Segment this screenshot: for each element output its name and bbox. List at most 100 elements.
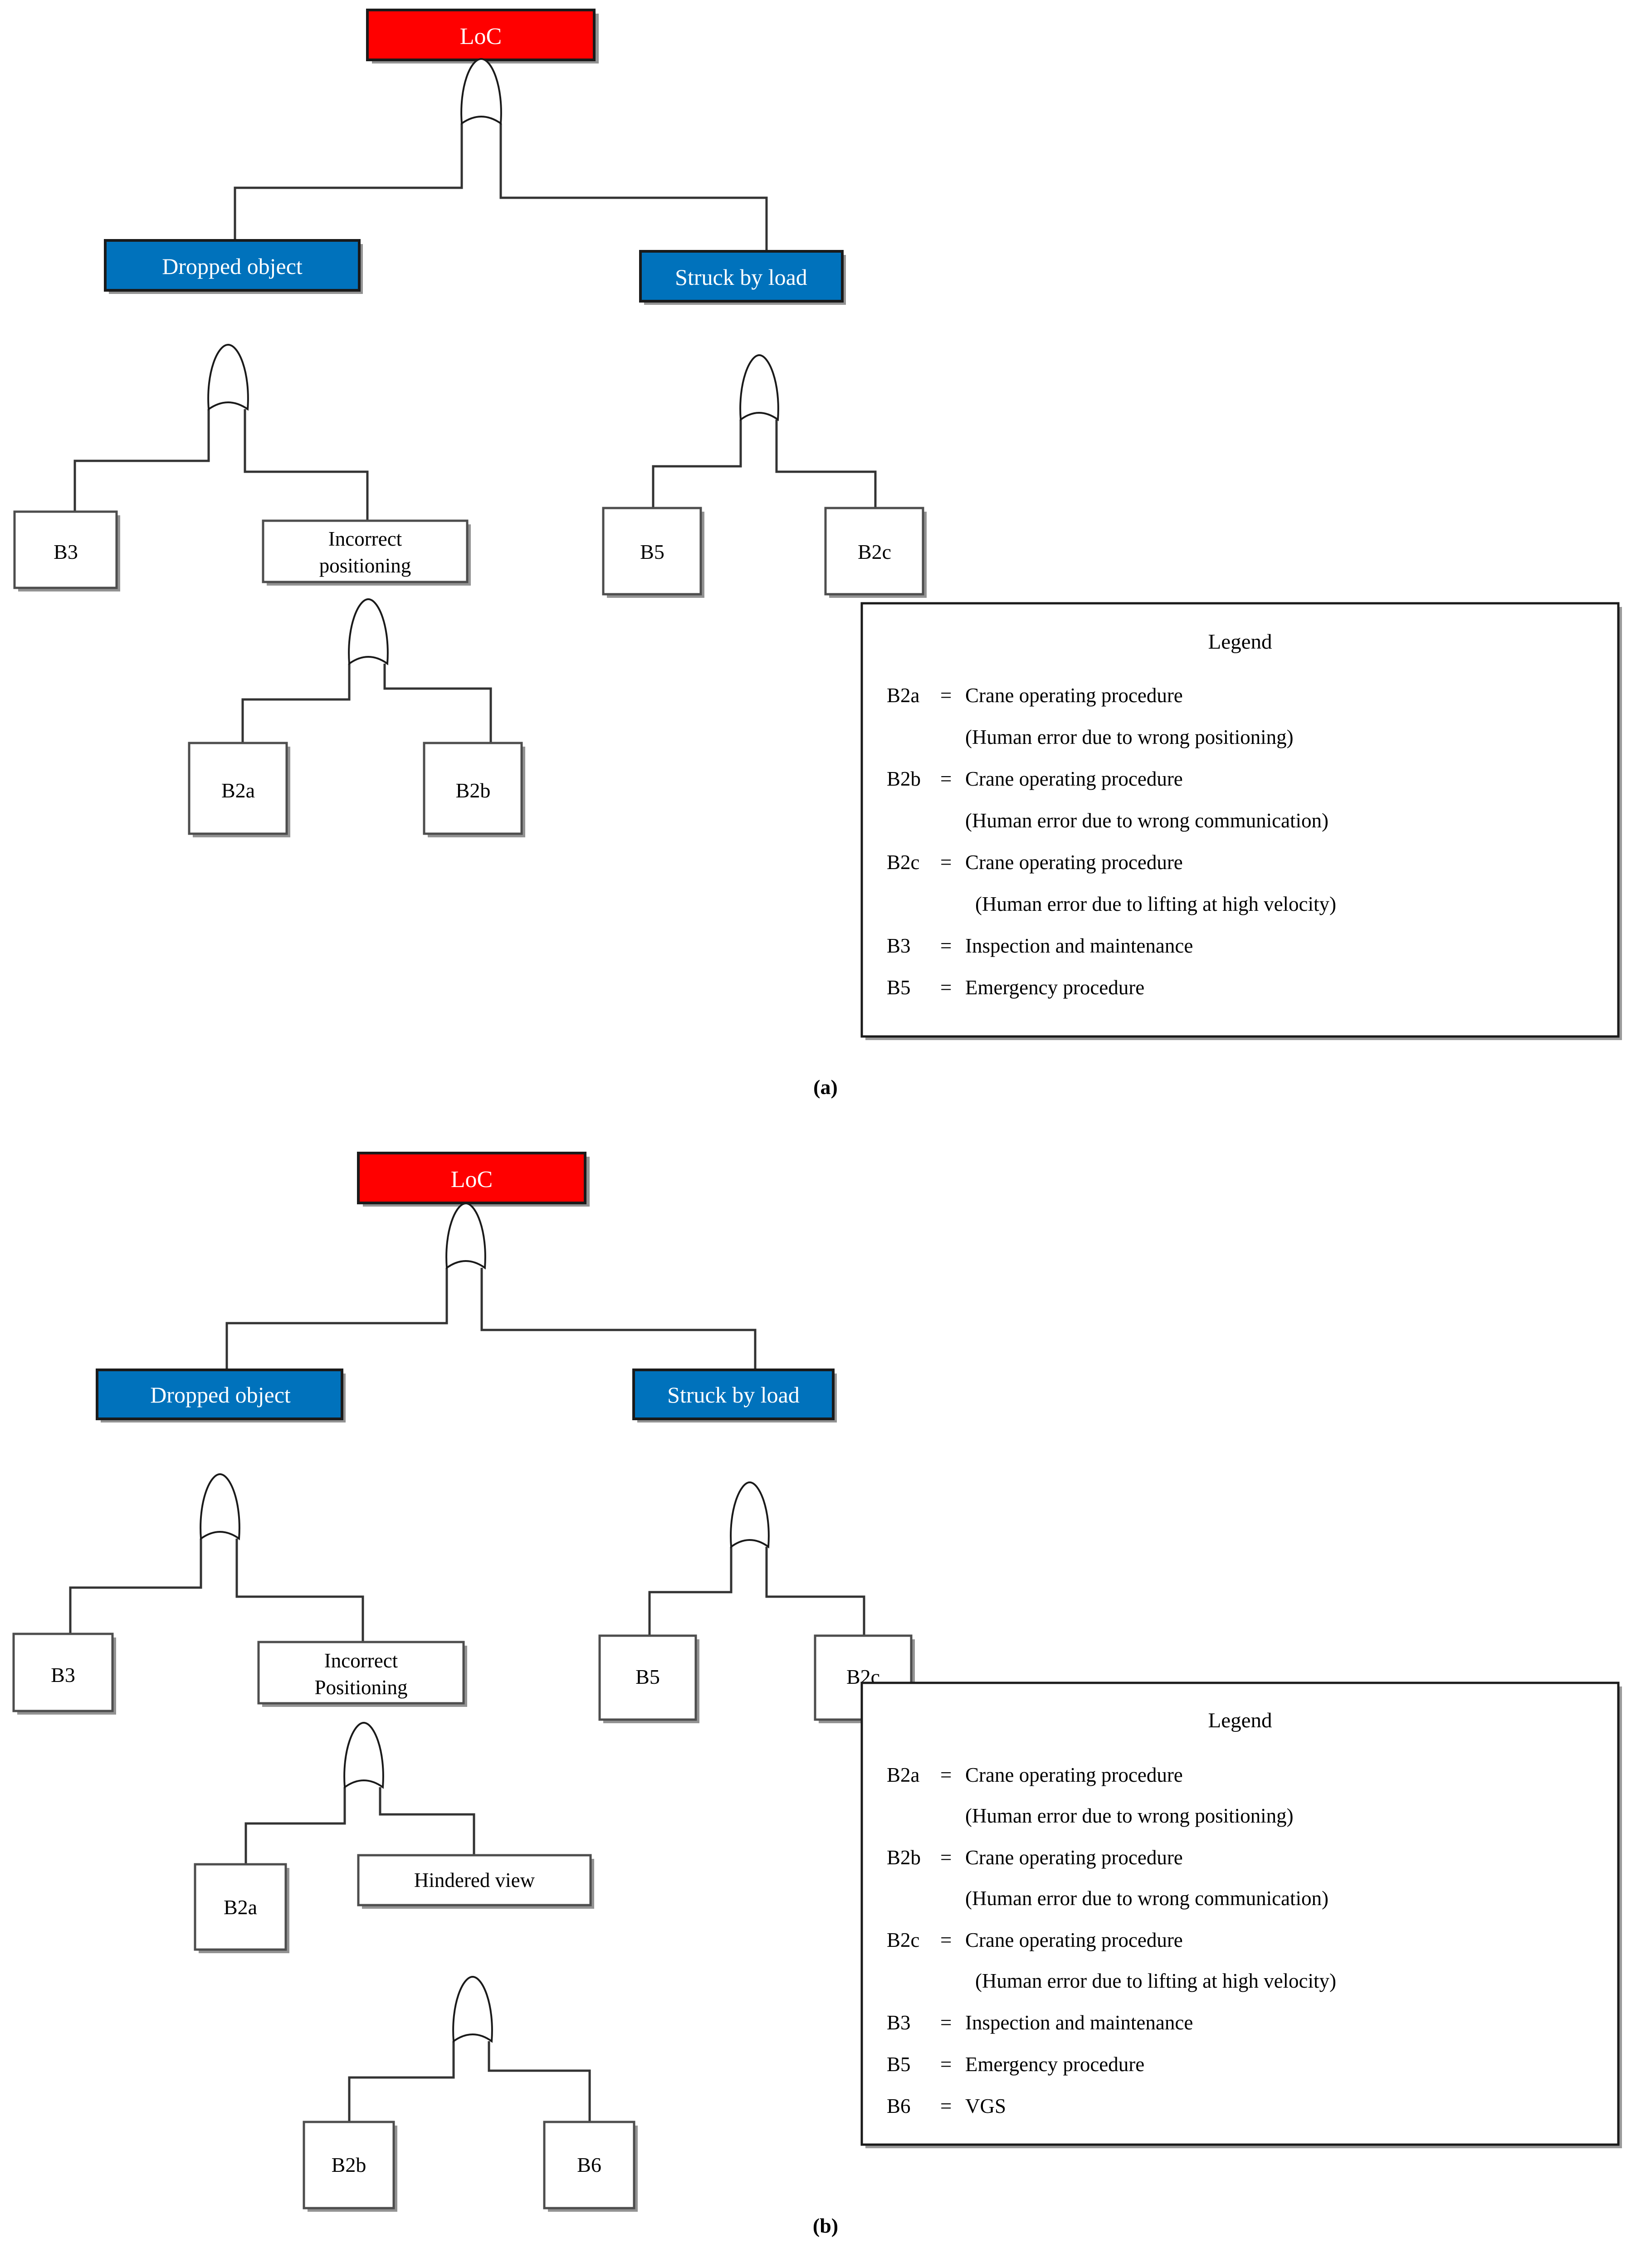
basic-event-b2b-label-a: B2b [456,779,491,802]
legend-entry-code-2-b: B2c [887,1929,920,1951]
basic-event-b5-b[interactable]: B5 [598,1634,699,1723]
legend-entry-code-0-b: B2a [887,1764,920,1786]
basic-event-b6-label-b: B6 [577,2153,601,2176]
legend-entry-eq-5-b: = [940,2095,952,2117]
legend-entry-code-1-b: B2b [887,1846,921,1869]
legend-entry-desc-0-b: Crane operating procedure [965,1764,1183,1786]
legend-entry-code-1-a: B2b [887,767,921,790]
top-event-node-a[interactable]: LoC [366,9,599,64]
legend-entry-desc-4-b: Emergency procedure [965,2053,1144,2076]
legend-entry-code-0-a: B2a [887,684,920,707]
legend-a: Legend B2a = Crane operating procedure (… [860,602,1622,1040]
top-event-node-b[interactable]: LoC [357,1152,590,1207]
legend-entry-desc-1-b: Crane operating procedure [965,1846,1183,1869]
legend-entry-desc-5-b: VGS [965,2095,1006,2117]
legend-entry-code-3-b: B3 [887,2011,911,2034]
basic-event-b2b-label-b: B2b [332,2153,366,2176]
sub-intermediate-label-line1-b: Incorrect [324,1649,398,1672]
intermediate-dropped-object-label-b: Dropped object [150,1382,291,1408]
fault-tree-b: LoC Dropped object Struck by load [12,1152,1622,2212]
legend-entry-desc-2-b: Crane operating procedure [965,1929,1183,1951]
legend-entry-sub-1-b: (Human error due to wrong communication) [965,1887,1329,1910]
legend-entry-eq-0-b: = [940,1764,952,1786]
intermediate-dropped-object-b[interactable]: Dropped object [96,1369,346,1422]
panel-caption-b-text: (b) [812,2214,839,2237]
basic-event-b2a-label-a: B2a [221,779,255,802]
intermediate-struck-by-load-label-a: Struck by load [675,264,807,290]
legend-title-a: Legend [1208,630,1272,654]
legend-entry-eq-2-a: = [940,851,952,874]
intermediate-struck-by-load-a[interactable]: Struck by load [639,250,846,305]
legend-entry-eq-4-a: = [940,976,952,999]
basic-event-b3-b[interactable]: B3 [12,1633,116,1715]
basic-event-b2a-a[interactable]: B2a [188,742,290,837]
or-gate-struck-by-load-a [739,354,779,421]
legend-entry-eq-2-b: = [940,1929,952,1951]
legend-entry-code-2-a: B2c [887,851,920,874]
sub-intermediate-incorrect-positioning-b[interactable]: Incorrect Positioning [257,1641,467,1707]
legend-b: Legend B2a = Crane operating procedure (… [860,1681,1622,2148]
connectors-a [73,123,877,743]
basic-event-b5-a[interactable]: B5 [602,507,704,598]
legend-entry-eq-3-a: = [940,934,952,957]
top-event-label-b: LoC [451,1167,493,1193]
basic-event-b5-label-a: B5 [640,540,664,563]
or-gate-hindered-view-b [452,1975,493,2043]
legend-entry-eq-3-b: = [940,2011,952,2034]
basic-event-b6-b[interactable]: B6 [543,2121,638,2212]
legend-entry-desc-1-a: Crane operating procedure [965,767,1183,790]
legend-entry-desc-3-b: Inspection and maintenance [965,2011,1193,2034]
legend-entry-eq-1-b: = [940,1846,952,1869]
legend-entry-code-4-a: B5 [887,976,911,999]
or-gate-top-b [445,1202,486,1270]
or-gate-incorrect-positioning-b [343,1721,384,1789]
sub-intermediate-hindered-view-b[interactable]: Hindered view [357,1854,594,1909]
or-gate-dropped-object-a [207,343,249,411]
legend-entry-code-4-b: B5 [887,2053,911,2076]
intermediate-dropped-object-label-a: Dropped object [162,254,303,279]
panel-caption-a: (a) [0,1075,1651,1099]
sub-intermediate-incorrect-positioning-a[interactable]: Incorrect positioning [262,519,471,586]
sub-intermediate-label-line1-a: Incorrect [328,528,402,550]
basic-event-b2b-a[interactable]: B2b [423,742,525,837]
basic-event-b2c-a[interactable]: B2c [824,507,927,598]
intermediate-dropped-object-a[interactable]: Dropped object [104,239,363,294]
top-event-label-a: LoC [460,24,502,49]
legend-entry-sub-1-a: (Human error due to wrong communication) [965,809,1329,832]
panel-caption-a-text: (a) [813,1075,838,1099]
legend-title-b: Legend [1208,1709,1272,1732]
intermediate-struck-by-load-label-b: Struck by load [667,1382,800,1408]
legend-entry-sub-2-b: (Human error due to lifting at high velo… [975,1970,1336,1992]
basic-event-b5-label-b: B5 [635,1665,660,1688]
legend-entry-eq-0-a: = [940,684,952,707]
basic-event-b3-label-a: B3 [54,540,78,563]
legend-entry-sub-2-a: (Human error due to lifting at high velo… [975,893,1336,915]
basic-event-b2b-b[interactable]: B2b [303,2121,397,2212]
fault-tree-a: LoC Dropped object Struck by load [13,9,1622,1040]
or-gate-incorrect-positioning-a [348,598,389,665]
basic-event-b3-label-b: B3 [51,1663,75,1686]
basic-event-b3-a[interactable]: B3 [13,510,120,591]
sub-intermediate-label-line2-b: Positioning [314,1676,407,1699]
or-gate-top-a [460,58,502,125]
legend-entry-sub-0-b: (Human error due to wrong positioning) [965,1804,1294,1827]
panel-b: LoC Dropped object Struck by load [0,1143,1651,2232]
legend-entry-eq-4-b: = [940,2053,952,2076]
connectors-b [69,1268,865,2122]
basic-event-b2a-b[interactable]: B2a [194,1863,289,1953]
basic-event-b2a-label-b: B2a [224,1896,257,1919]
legend-entry-code-3-a: B3 [887,934,911,957]
legend-entry-code-5-b: B6 [887,2095,911,2117]
or-gate-dropped-object-b [200,1473,240,1540]
sub-intermediate-label-line2-a: positioning [319,554,411,577]
intermediate-struck-by-load-b[interactable]: Struck by load [632,1369,837,1422]
or-gate-struck-by-load-b [730,1481,770,1549]
legend-entry-sub-0-a: (Human error due to wrong positioning) [965,726,1294,748]
basic-event-b2c-label-a: B2c [858,540,891,563]
legend-entry-desc-3-a: Inspection and maintenance [965,934,1193,957]
panel-caption-b: (b) [0,2214,1651,2238]
legend-entry-desc-0-a: Crane operating procedure [965,684,1183,707]
legend-entry-desc-2-a: Crane operating procedure [965,851,1183,874]
legend-entry-eq-1-a: = [940,767,952,790]
